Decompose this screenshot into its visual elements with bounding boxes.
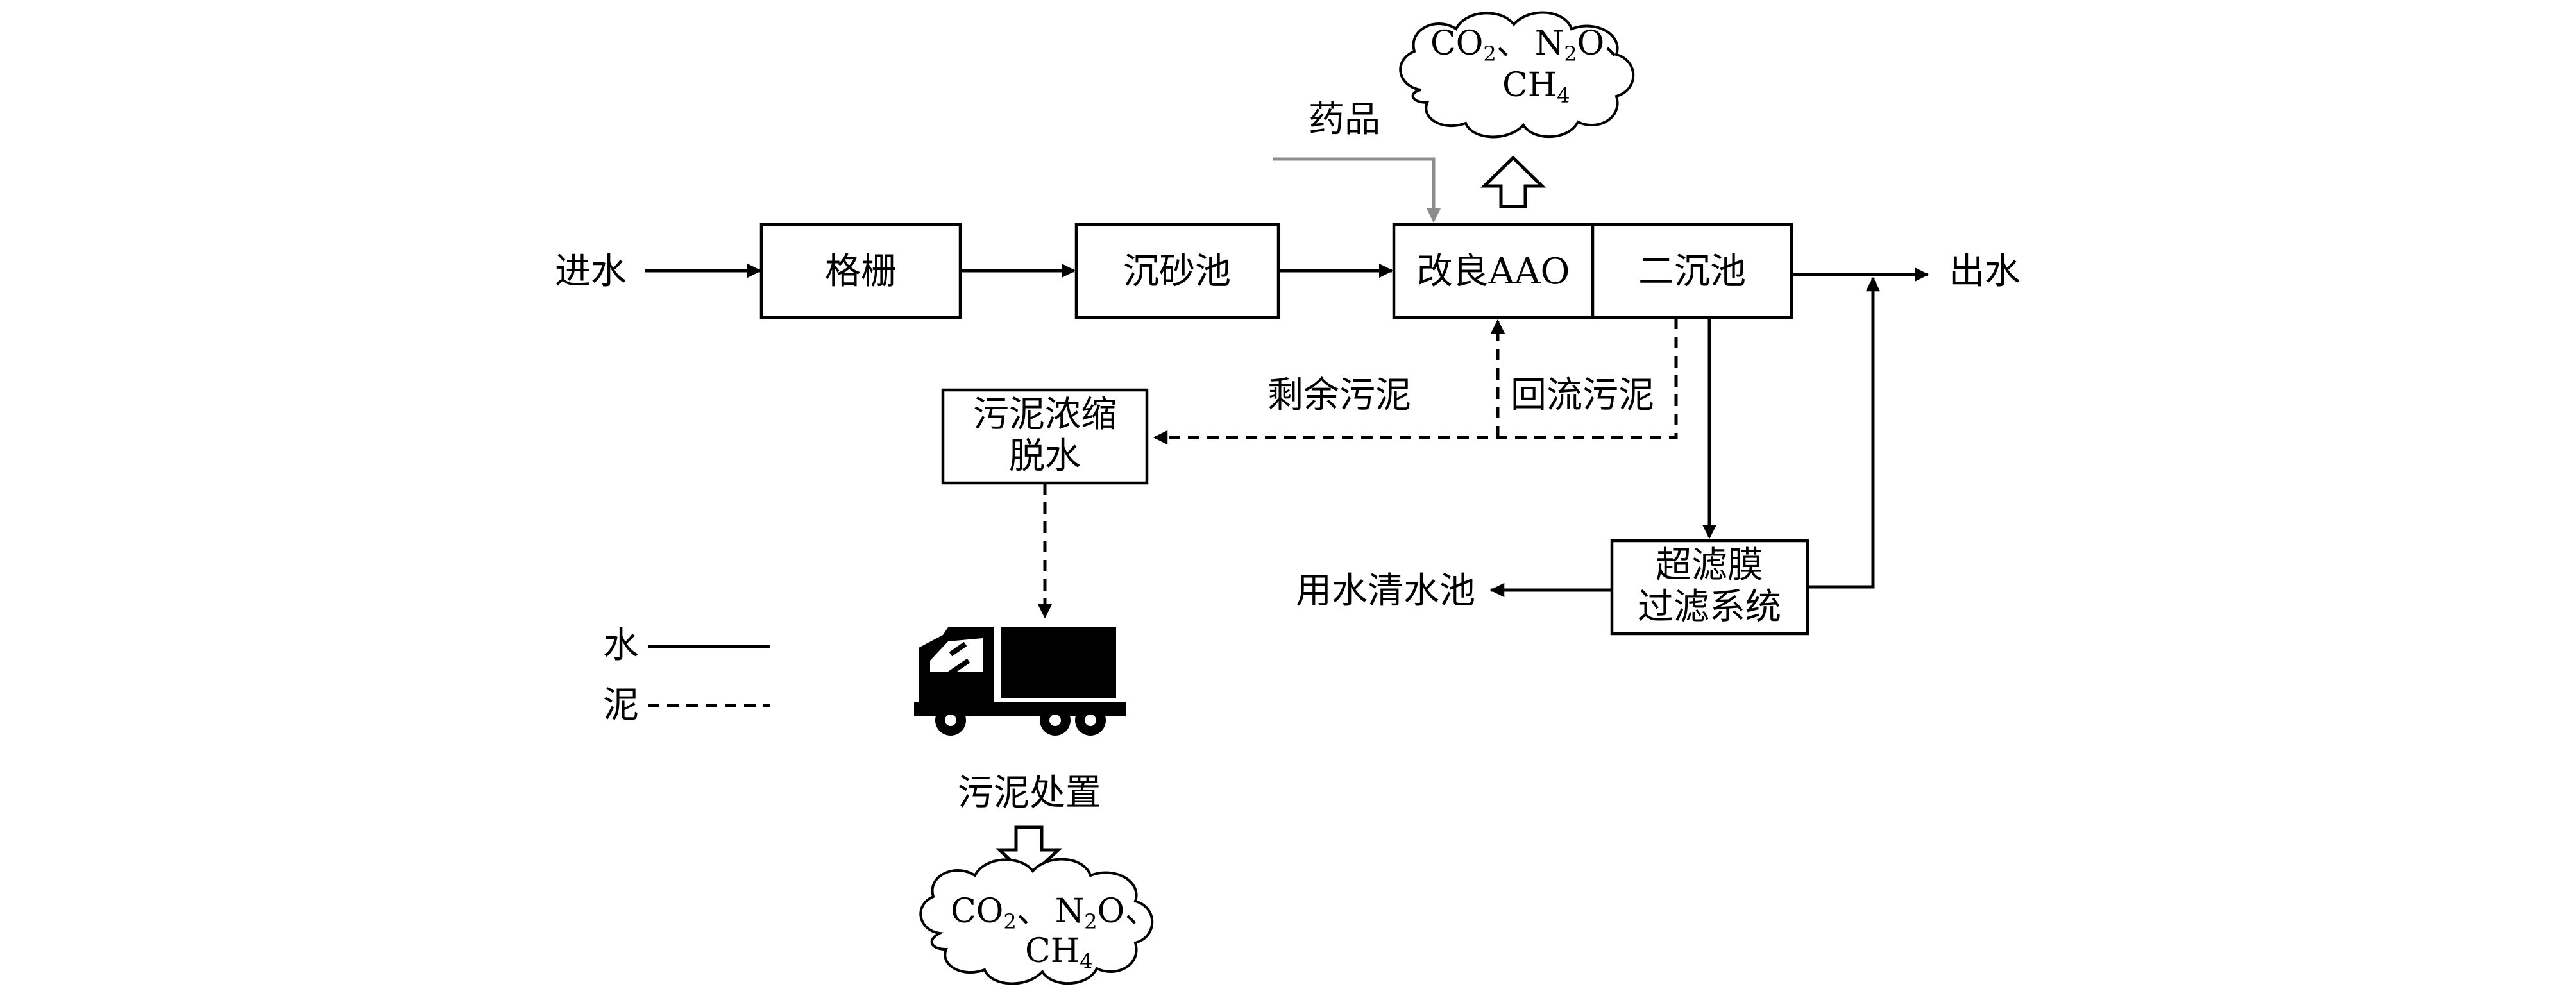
sludge-truck-icon [914,627,1126,736]
sludge-disposal-label: 污泥处置 [958,772,1101,814]
secondary-clarifier-box [1591,223,1793,319]
reuse-pool-label: 用水清水池 [1296,570,1475,612]
bottom-gas-line2: CH4 [1025,932,1093,974]
chemicals-label: 药品 [1309,99,1380,140]
top-gas-line1: CO2、N2O、 [1430,24,1638,66]
emission-cloud-top-icon [1399,11,1635,139]
outlet-label: 出水 [1949,251,2021,292]
sludge-thickening-box [941,388,1149,485]
bottom-gas-line1: CO2、N2O、 [951,892,1158,934]
legend: 水 泥 [603,625,770,726]
secondary-clarifier-label: 二沉池 [1638,251,1746,292]
aao-label: 改良AAO [1417,251,1570,292]
inlet-label: 进水 [555,251,627,292]
emission-up-arrow-icon [1480,155,1546,208]
chemical-dosing-line [1273,157,1441,223]
uf-label-1: 超滤膜 [1656,545,1763,586]
emission-cloud-bottom-icon [919,858,1154,985]
sludge-thickening-label-2: 脱水 [1009,436,1081,477]
sludge-thickening-label-1: 污泥浓缩 [973,394,1117,436]
return-sludge-label: 回流污泥 [1511,375,1654,416]
screen-label: 格栅 [825,251,897,292]
legend-sludge-label: 泥 [603,684,639,726]
grit-chamber-box [1074,223,1280,319]
uf-label-2: 过滤系统 [1638,586,1781,628]
grit-chamber-label: 沉砂池 [1123,251,1231,292]
aao-box [1392,223,1595,319]
excess-sludge-line [1153,317,1678,445]
uf-to-outlet-arrow [1808,276,1881,589]
uf-system-box [1610,539,1809,636]
legend-water-label: 水 [603,625,639,666]
top-gas-line2: CH4 [1502,66,1570,108]
excess-sludge-label: 剩余污泥 [1267,375,1411,416]
